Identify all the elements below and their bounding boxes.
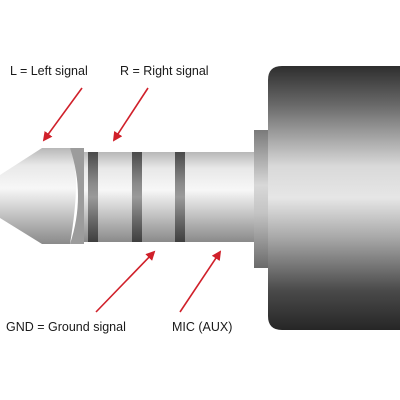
plug-shaft	[84, 152, 264, 242]
insulator-ring-3	[175, 152, 185, 242]
plug-housing	[268, 66, 400, 330]
arrow-ground-signal	[95, 250, 156, 313]
tip-notch	[70, 148, 84, 244]
arrow-mic	[179, 250, 222, 313]
insulator-ring-1	[88, 152, 98, 242]
arrow-left-signal	[42, 87, 83, 142]
insulator-ring-2	[132, 152, 142, 242]
label-right-signal: R = Right signal	[120, 64, 209, 78]
arrow-right-signal	[112, 87, 149, 142]
label-ground-signal: GND = Ground signal	[6, 320, 126, 334]
plug-tip	[0, 148, 76, 244]
label-mic-aux: MIC (AUX)	[172, 320, 233, 334]
label-left-signal: L = Left signal	[10, 64, 88, 78]
